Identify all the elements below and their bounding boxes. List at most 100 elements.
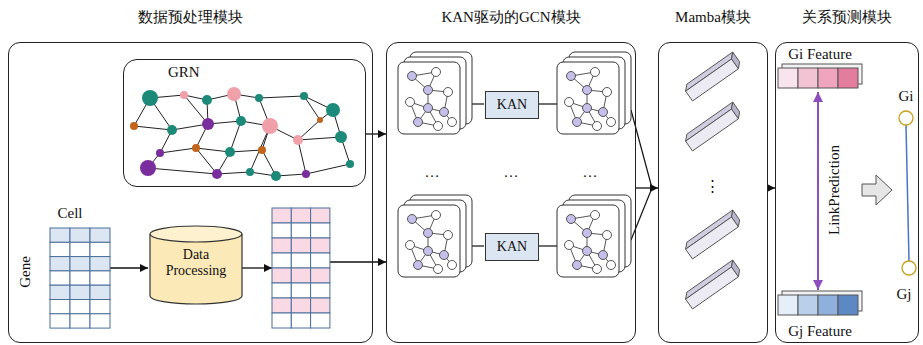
module-title: 关系预测模块 xyxy=(746,8,923,27)
grn-gene xyxy=(192,144,200,152)
matrix-cell xyxy=(50,271,70,285)
grn-edge xyxy=(134,126,172,130)
vector-cell xyxy=(818,68,838,88)
graph-vertex xyxy=(607,118,616,127)
matrix-cell xyxy=(50,257,70,271)
graph-vertex xyxy=(573,118,582,127)
graph-vertex xyxy=(599,251,608,260)
matrix-cell xyxy=(90,314,110,328)
matrix-cell xyxy=(70,285,90,299)
grn-gene xyxy=(326,103,340,117)
grn-gene xyxy=(236,116,246,126)
graph-vertex xyxy=(607,261,616,270)
grn-gene xyxy=(225,147,235,157)
wire xyxy=(631,188,652,240)
matrix-cell xyxy=(311,283,330,298)
mamba-bar xyxy=(683,210,743,259)
module-panel: KAN驱动的GCN模块KANKAN xyxy=(386,42,636,343)
grn-network xyxy=(130,87,354,181)
flow-arrow xyxy=(366,133,386,134)
grn-edge xyxy=(298,137,341,140)
matrix-cell xyxy=(311,253,330,268)
diagram-label: Gj Feature xyxy=(788,323,852,340)
matrix-cell xyxy=(90,242,110,256)
big-arrow xyxy=(862,175,892,205)
matrix-cell xyxy=(291,298,310,313)
graph-vertex xyxy=(583,229,592,238)
matrix-cell xyxy=(50,300,70,314)
wire xyxy=(472,245,484,246)
data-processing-cylinder: Data Processing xyxy=(149,225,243,305)
graph-stack xyxy=(398,52,472,134)
matrix-cell xyxy=(70,228,90,242)
graph-vertex xyxy=(565,241,574,250)
graph-vertex xyxy=(603,231,612,240)
matrix-cell xyxy=(272,253,291,268)
diagram-label: Gj xyxy=(897,286,912,303)
graph-vertex xyxy=(406,241,415,250)
vector-cell xyxy=(838,68,858,88)
matrix-cell xyxy=(272,208,291,223)
wire xyxy=(631,110,652,188)
matrix-cell xyxy=(272,268,291,283)
node-label: GRN xyxy=(124,60,365,81)
diagram-label: ⋮ xyxy=(705,177,720,195)
graph-vertex xyxy=(406,98,415,107)
graph-vertex xyxy=(603,88,612,97)
matrix-cell xyxy=(291,238,310,253)
diagram-label: … xyxy=(425,164,440,181)
grn-gene xyxy=(142,90,158,106)
vector-cell xyxy=(838,295,858,315)
matrix-cell xyxy=(311,223,330,238)
generated-illustration xyxy=(50,52,862,328)
arrow-wire xyxy=(330,261,386,262)
matrix-cell xyxy=(70,242,90,256)
module-panel: 数据预处理模块GRNData Processing xyxy=(8,42,373,343)
diagram-label: Cell xyxy=(58,205,83,222)
graph-vertex xyxy=(432,68,441,77)
graph-vertex xyxy=(408,72,417,81)
graph-card xyxy=(557,205,619,277)
diagram-label: Gi xyxy=(899,88,914,105)
bar-front xyxy=(686,59,739,101)
mamba-bar xyxy=(683,52,743,101)
matrix-cell xyxy=(50,242,70,256)
graph-vertex xyxy=(583,86,592,95)
matrix-cell xyxy=(70,314,90,328)
bar-front xyxy=(686,267,739,309)
grn-gene xyxy=(202,118,214,130)
grn-gene xyxy=(258,146,266,154)
graph-stack xyxy=(557,52,631,134)
graph-vertex xyxy=(432,211,441,220)
grn-gene xyxy=(300,92,308,100)
matrix-cell xyxy=(70,300,90,314)
gene-circle xyxy=(899,111,913,125)
matrix-cell xyxy=(50,314,70,328)
grn-edge xyxy=(298,140,306,174)
matrix-cell xyxy=(272,238,291,253)
graph-vertex xyxy=(573,261,582,270)
matrix-cell xyxy=(311,238,330,253)
matrix-cell xyxy=(90,285,110,299)
grn-gene xyxy=(167,125,177,135)
matrix-cell xyxy=(291,313,310,328)
grn-gene xyxy=(255,94,263,102)
graph-vertex xyxy=(567,215,576,224)
grn-gene xyxy=(302,170,310,178)
graph-vertex xyxy=(424,229,433,238)
vector-cell xyxy=(778,295,798,315)
graph-card xyxy=(398,62,460,134)
graph-vertex xyxy=(434,122,443,131)
diagram-label: … xyxy=(504,164,519,181)
grn-gene xyxy=(202,95,212,105)
mamba-bar xyxy=(683,260,743,309)
diagram-label: Gene xyxy=(17,256,34,288)
matrix xyxy=(272,208,330,328)
grn-gene xyxy=(140,160,156,176)
mamba-bar xyxy=(683,102,743,151)
graph-vertex xyxy=(448,261,457,270)
graph-vertex xyxy=(567,72,576,81)
matrix-cell xyxy=(50,285,70,299)
graph-vertex xyxy=(444,88,453,97)
